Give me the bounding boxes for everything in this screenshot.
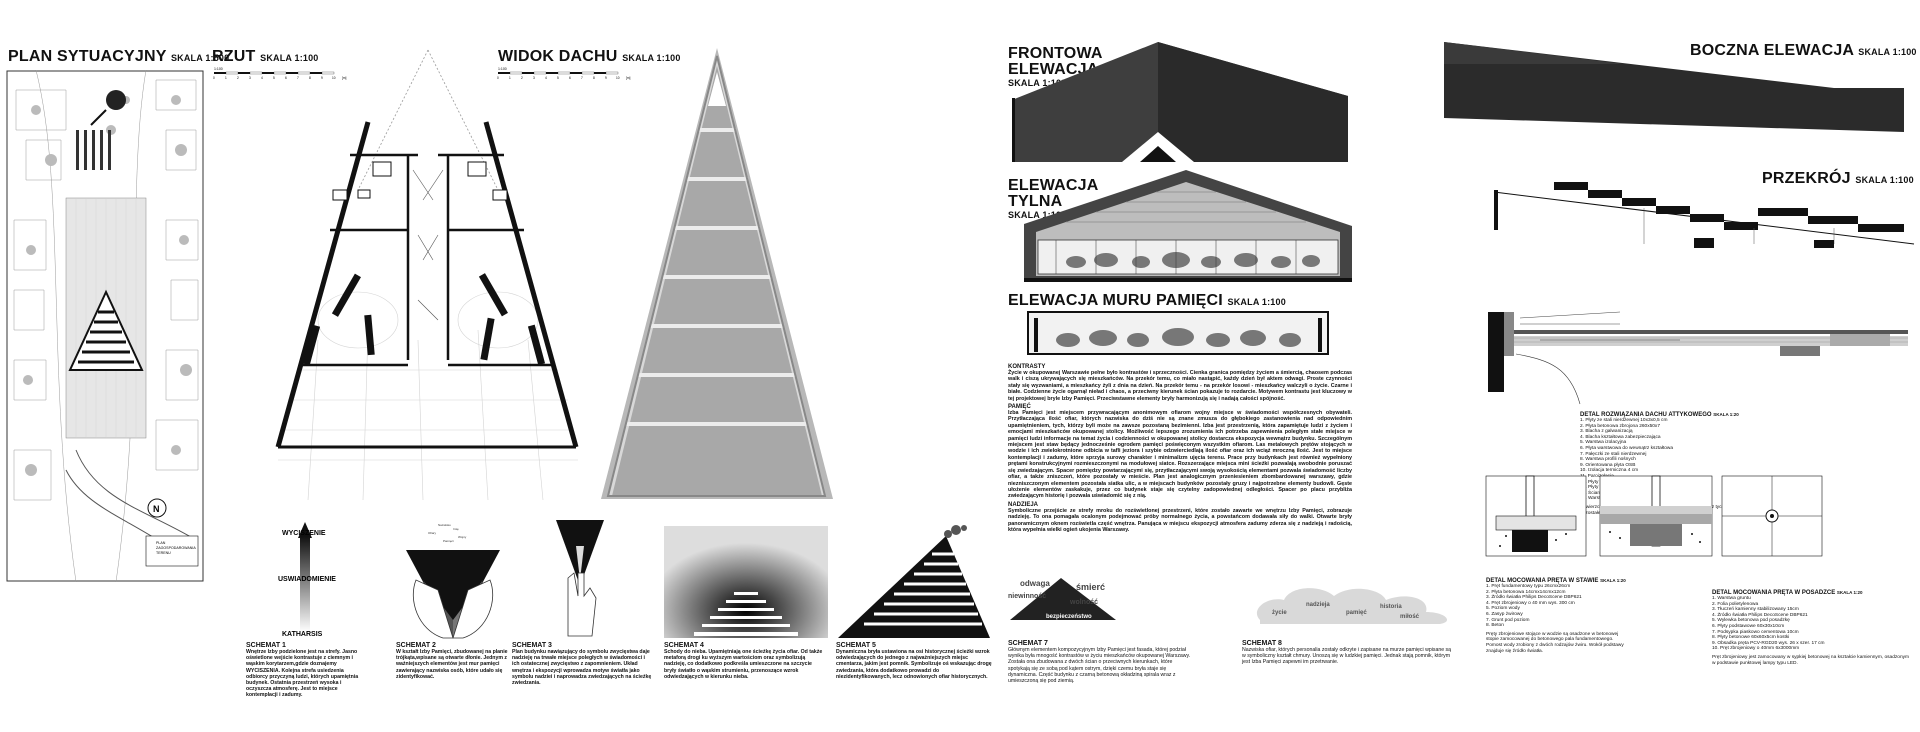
memory-wall-elevation (1027, 311, 1329, 355)
pond-rod-detail: DETAL MOCOWANIA PRĘTA W STAWIE SKALA 1:2… (1486, 578, 1626, 654)
svg-text:10: 10 (616, 76, 620, 80)
svg-text:9: 9 (605, 76, 607, 80)
svg-text:pamięć: pamięć (1346, 610, 1367, 616)
svg-text:7: 7 (297, 76, 299, 80)
widok-title: WIDOK DACHU SKALA 1:100 (498, 48, 681, 65)
svg-text:2: 2 (521, 76, 523, 80)
schema-4: SCHEMAT 4 Schody do nieba. Upamiętniają … (664, 642, 823, 680)
svg-text:miłość: miłość (1400, 614, 1420, 620)
schema-1: SCHEMAT 1 Wnętrze Izby podzielone jest n… (246, 642, 359, 699)
front-elevation (1012, 42, 1348, 162)
svg-text:0: 0 (213, 76, 215, 80)
schema-7: SCHEMAT 7 Głównym elementem kompozycyjny… (1008, 640, 1191, 685)
svg-text:6: 6 (569, 76, 571, 80)
site-plan: N PLAN ZAGOSPODAROWANIA TERENU (6, 69, 204, 583)
schema-8: SCHEMAT 8 Nazwiska ofiar, których person… (1242, 640, 1452, 666)
svg-text:10: 10 (332, 76, 336, 80)
floor-rod-detail: DETAL MOCOWANIA PRĘTA W POSADZCE SKALA 1… (1712, 590, 1910, 666)
rear-elevation (1024, 170, 1352, 282)
svg-text:1: 1 (225, 76, 227, 80)
svg-text:niewinność: niewinność (1008, 593, 1046, 600)
svg-text:7: 7 (581, 76, 583, 80)
rzut-title: RZUT SKALA 1:100 (212, 48, 319, 65)
svg-text:8: 8 (593, 76, 595, 80)
roof-view (601, 48, 833, 499)
tylna-title: ELEWACJA TYLNA SKALA 1:100 (1008, 177, 1099, 221)
svg-text:odwaga: odwaga (1020, 579, 1050, 588)
boczna-title: BOCZNA ELEWACJA SKALA 1:100 (1690, 42, 1917, 59)
svg-text:wolność: wolność (1069, 599, 1098, 606)
svg-text:Pamięci: Pamięci (443, 539, 454, 543)
svg-text:historia: historia (1380, 604, 1402, 610)
schema-5-graphic (838, 525, 990, 638)
widok-scale-bar: 1:100 0 1 2 3 4 5 6 7 8 9 10 [m] (497, 67, 631, 80)
schema-4-graphic (664, 526, 828, 638)
schema-8-graphic: życie nadzieja pamięć historia miłość (1256, 588, 1448, 624)
svg-text:Wojny: Wojny (458, 535, 467, 539)
muru-title: ELEWACJA MURU PAMIĘCI SKALA 1:100 (1008, 292, 1286, 309)
svg-text:4: 4 (261, 76, 263, 80)
svg-text:3: 3 (533, 76, 535, 80)
svg-text:3: 3 (249, 76, 251, 80)
side-elevation (1444, 42, 1904, 132)
svg-text:śmierć: śmierć (1076, 582, 1105, 592)
svg-text:nadzieja: nadzieja (1306, 602, 1330, 608)
compass-label: N (153, 504, 160, 514)
svg-text:1:100: 1:100 (498, 67, 507, 71)
schema-5: SCHEMAT 5 Dynamiczna bryła ustawiona na … (836, 642, 992, 680)
schema-2: SCHEMAT 2 W kształt Izby Pamięci, zbudow… (396, 642, 508, 680)
schema-1-word-1: WYCISZENIE (282, 530, 326, 537)
schema-1-word-3: KATHARSIS (282, 631, 323, 638)
plan-legend-3: TERENU (156, 551, 171, 555)
svg-text:4: 4 (545, 76, 547, 80)
schema-1-graphic: WYCISZENIE USWIADOMIENIE KATHARSIS (278, 522, 336, 638)
svg-text:[m]: [m] (342, 76, 347, 80)
svg-text:Nazwisko: Nazwisko (438, 523, 451, 527)
section-drawing (1493, 182, 1915, 248)
floor-rod-detail-drawing (1721, 475, 1823, 557)
svg-text:Imię: Imię (453, 527, 459, 531)
attic-detail-drawing (1488, 311, 1908, 405)
svg-text:5: 5 (557, 76, 559, 80)
plan-legend-2: ZAGOSPODAROWANIA (156, 546, 196, 550)
svg-text:1:100: 1:100 (214, 67, 223, 71)
description-text: KONTRASTY Życie w okupowanej Warszawie p… (1008, 364, 1352, 533)
svg-text:życie: życie (1272, 610, 1287, 616)
przekroj-title: PRZEKRÓJ SKALA 1:100 (1762, 170, 1914, 187)
svg-text:Ofiary: Ofiary (428, 531, 437, 535)
svg-text:[m]: [m] (626, 76, 631, 80)
schema-7-graphic: odwaga niewinność śmierć wolność bezpiec… (1008, 578, 1116, 620)
floor-rod-section-drawing (1599, 475, 1713, 557)
floor-plan (275, 49, 579, 501)
svg-text:8: 8 (309, 76, 311, 80)
schema-3: SCHEMAT 3 Plan budynku nawiązujący do sy… (512, 642, 652, 687)
plan-legend-1: PLAN (156, 541, 166, 545)
svg-text:2: 2 (237, 76, 239, 80)
frontowa-title: FRONTOWA ELEWACJA SKALA 1:100 (1008, 45, 1103, 89)
plan-title: PLAN SYTUACYJNY SKALA 1:500 (8, 48, 230, 65)
pond-rod-detail-drawing (1485, 475, 1587, 557)
svg-text:1: 1 (509, 76, 511, 80)
schema-1-word-2: USWIADOMIENIE (278, 576, 336, 583)
svg-text:5: 5 (273, 76, 275, 80)
svg-text:0: 0 (497, 76, 499, 80)
rzut-scale-bar: 1:100 0 1 2 3 4 5 6 7 8 9 10 [m] (213, 67, 347, 80)
svg-text:9: 9 (321, 76, 323, 80)
svg-text:bezpieczeństwo: bezpieczeństwo (1046, 614, 1092, 620)
schema-3-graphic (556, 520, 604, 637)
svg-text:6: 6 (285, 76, 287, 80)
